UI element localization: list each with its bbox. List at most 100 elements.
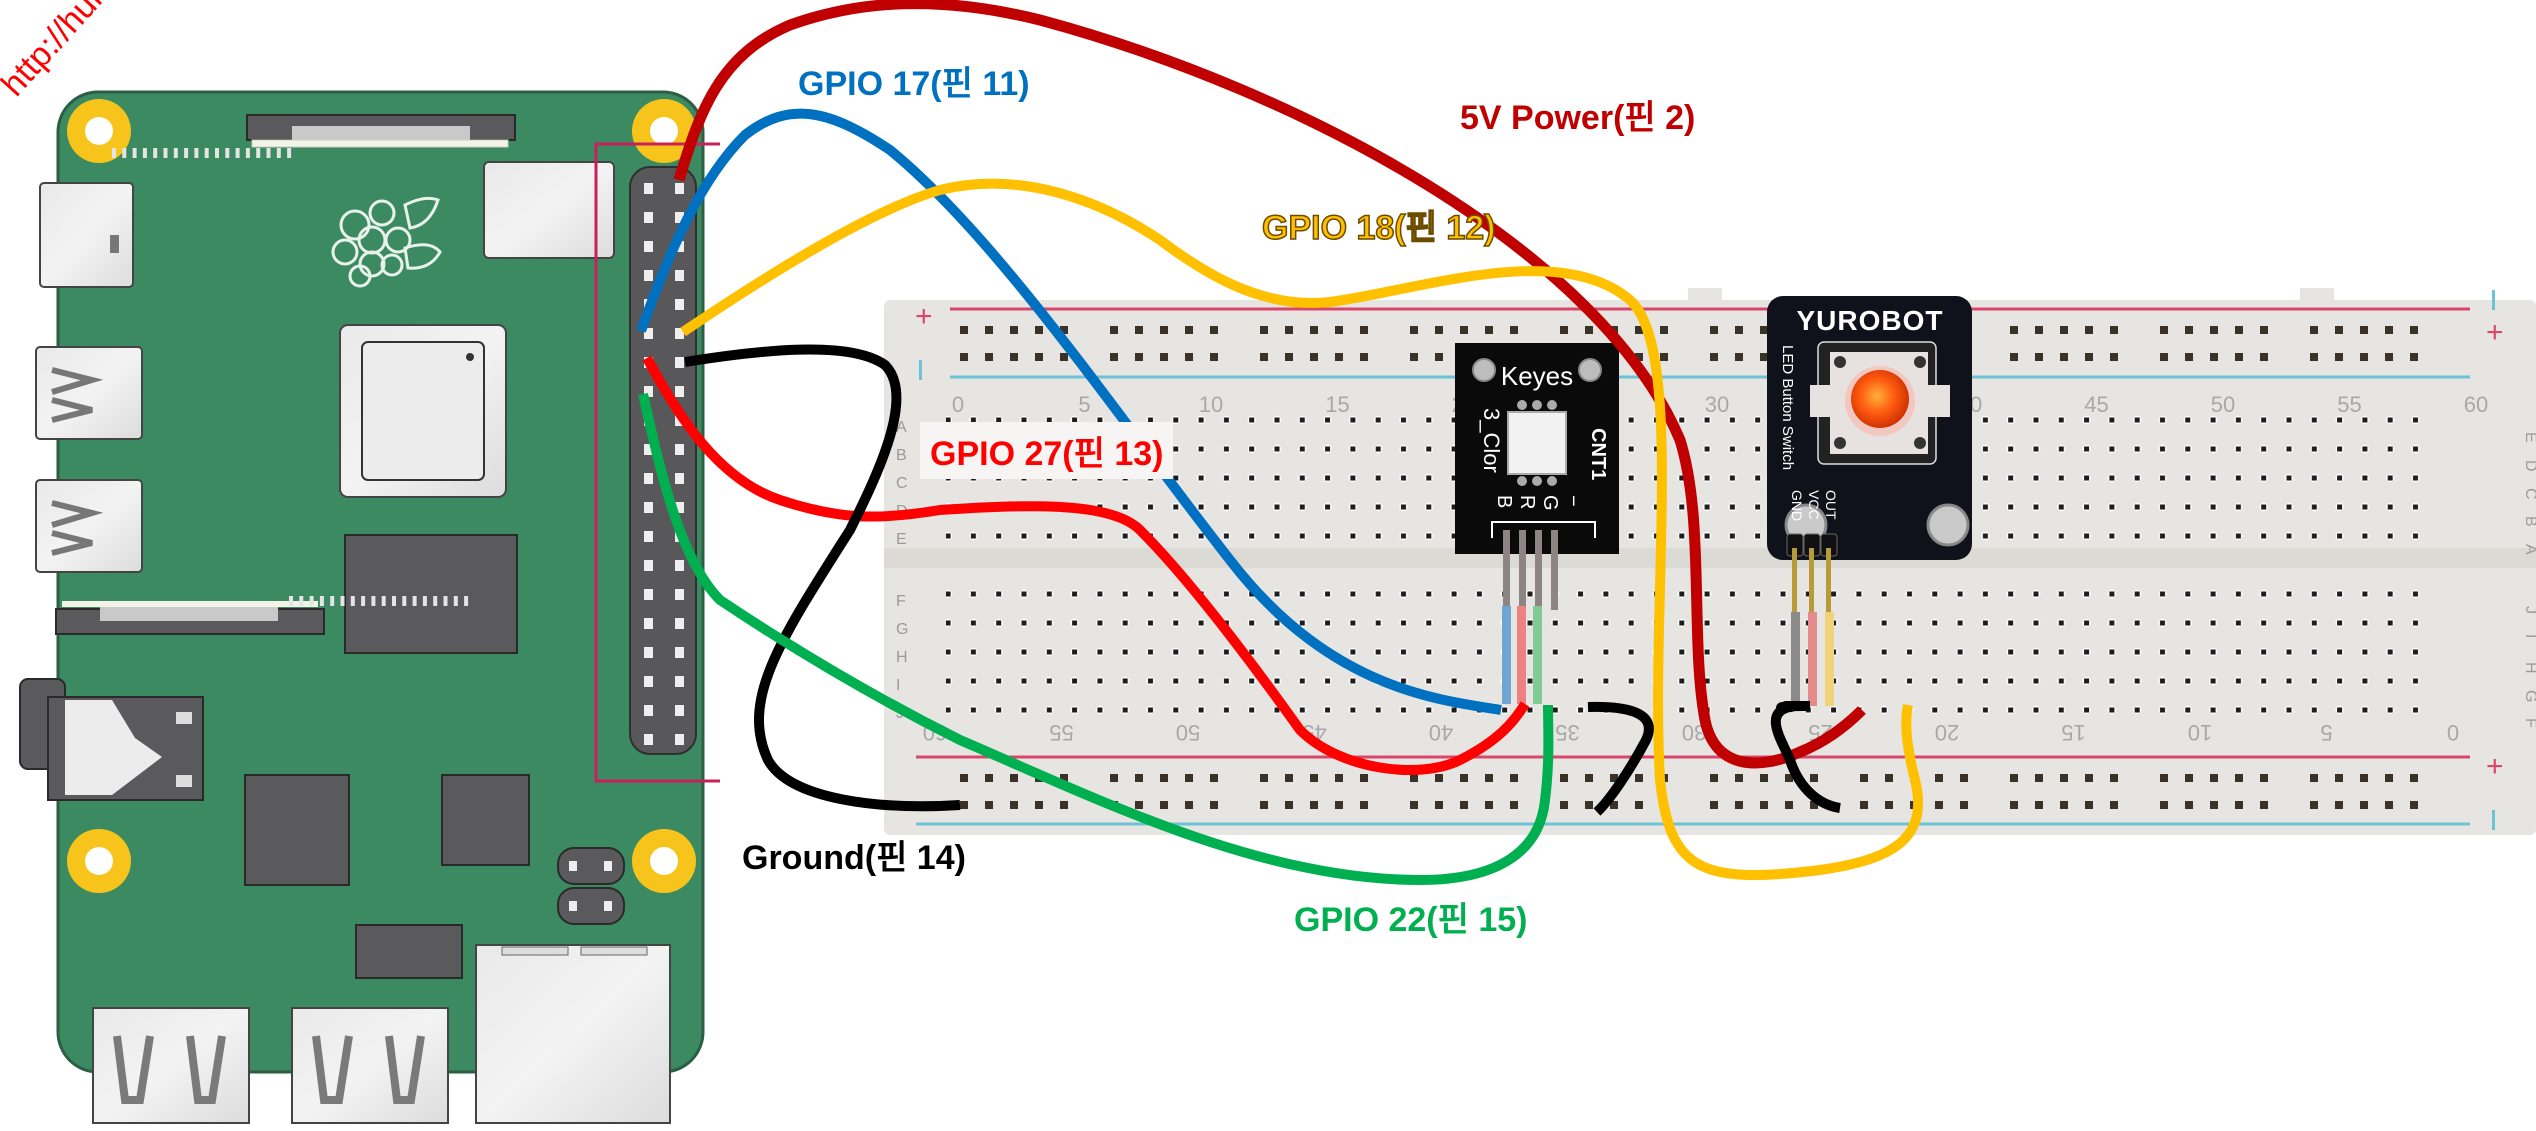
mount-hole <box>632 829 696 893</box>
rail-hole <box>1160 353 1168 361</box>
connector-pin <box>381 596 386 606</box>
rail-hole <box>2410 801 2418 809</box>
gpio-pin <box>644 473 653 484</box>
gpio-pin <box>675 299 684 310</box>
column-number: 15 <box>1325 392 1349 417</box>
gpio-pin <box>644 647 653 658</box>
connector-pin <box>433 596 438 606</box>
rgb-module-pin <box>1519 530 1526 610</box>
rail-hole <box>2235 353 2243 361</box>
rail-hole <box>2335 353 2343 361</box>
rgb-module-part-label: CNT1 <box>1587 428 1609 480</box>
rail-hole <box>2035 326 2043 334</box>
gpio-pin <box>644 212 653 223</box>
rail-hole <box>1310 353 1318 361</box>
rail-hole <box>2160 801 2168 809</box>
rail-hole <box>2160 326 2168 334</box>
button-module-pin <box>1826 548 1831 614</box>
connector-pin <box>204 148 209 158</box>
connector-pin <box>412 596 417 606</box>
rail-hole <box>2110 774 2118 782</box>
wire-ground[interactable] <box>684 344 961 812</box>
rail-hole <box>1735 774 1743 782</box>
rail-hole <box>1610 774 1618 782</box>
connector-pin <box>215 148 219 158</box>
rail-hole <box>1710 326 1718 334</box>
rail-hole <box>1260 353 1268 361</box>
wire-gpio27[interactable] <box>642 355 1530 775</box>
rail-hole <box>2210 353 2218 361</box>
gpio-pin <box>675 734 684 745</box>
connector-pin <box>173 148 178 158</box>
row-letter: A <box>2522 544 2536 555</box>
row-letter: B <box>896 447 907 464</box>
gpio-pin <box>675 357 684 368</box>
rail-hole <box>1410 801 1418 809</box>
wire-gpio17[interactable] <box>636 108 1502 715</box>
rail-hole <box>2385 801 2393 809</box>
rail-hole <box>2085 774 2093 782</box>
rail-hole <box>1785 774 1793 782</box>
rail-hole <box>2085 801 2093 809</box>
label-gpio17: GPIO 17(핀 11) <box>798 65 1030 103</box>
rail-hole <box>1335 774 1343 782</box>
column-number: 15 <box>2061 720 2085 745</box>
row-letter: J <box>2522 606 2536 614</box>
rail-hole <box>1735 326 1743 334</box>
rail-hole <box>2160 774 2168 782</box>
wire-ground-rgb[interactable] <box>1587 701 1654 816</box>
rail-hole <box>2260 774 2268 782</box>
connector-pin <box>245 148 250 158</box>
rgb-pin-label: − <box>1562 495 1584 507</box>
gpio-pin <box>644 705 653 716</box>
soc-chip <box>339 324 507 498</box>
connector-pin <box>287 148 292 158</box>
rail-hole <box>1035 801 1043 809</box>
label-gpio22: GPIO 22(핀 15) <box>1294 901 1528 939</box>
connector-pin <box>309 596 314 606</box>
connector-pin <box>340 596 345 606</box>
rail-hole <box>1035 353 1043 361</box>
rail-hole <box>1735 353 1743 361</box>
wire-5v-power[interactable] <box>673 0 1866 769</box>
micro-hdmi-port-2 <box>35 479 143 573</box>
usb-a-port-2 <box>291 1007 449 1124</box>
gpio-pin <box>675 212 684 223</box>
wire-ground-button[interactable] <box>1770 700 1842 813</box>
usb-c-port <box>39 182 134 288</box>
rail-hole <box>985 774 993 782</box>
rail-hole <box>2010 353 2018 361</box>
rail-hole <box>1060 801 1068 809</box>
gpio-pin <box>644 444 653 455</box>
connector-pin <box>184 148 189 158</box>
rail-hole <box>2385 326 2393 334</box>
connector-pin <box>453 596 458 606</box>
row-letter: H <box>2522 662 2536 674</box>
row-letter: E <box>2522 432 2536 443</box>
wire-gpio18[interactable] <box>680 178 1924 880</box>
rail-hole <box>2185 801 2193 809</box>
rail-hole <box>1135 326 1143 334</box>
raspberry-pi-logo <box>331 196 442 288</box>
connector-pin <box>225 148 230 158</box>
rail-hole <box>2035 353 2043 361</box>
led-button-cap[interactable] <box>1851 370 1909 428</box>
rail-hole <box>1760 353 1768 361</box>
column-number: 50 <box>1176 720 1200 745</box>
rail-hole <box>1560 801 1568 809</box>
rail-hole <box>1860 774 1868 782</box>
column-number: 55 <box>2337 392 2361 417</box>
rail-hole <box>1210 326 1218 334</box>
rail-hole <box>2060 774 2068 782</box>
row-letter: H <box>896 649 908 666</box>
rail-hole <box>2035 801 2043 809</box>
gpio-pin <box>675 589 684 600</box>
column-number: 45 <box>2084 392 2108 417</box>
rail-hole <box>2410 326 2418 334</box>
wire-gpio22[interactable] <box>638 392 1554 886</box>
rail-hole <box>1660 326 1668 334</box>
rail-hole <box>2335 774 2343 782</box>
rail-hole <box>1460 801 1468 809</box>
